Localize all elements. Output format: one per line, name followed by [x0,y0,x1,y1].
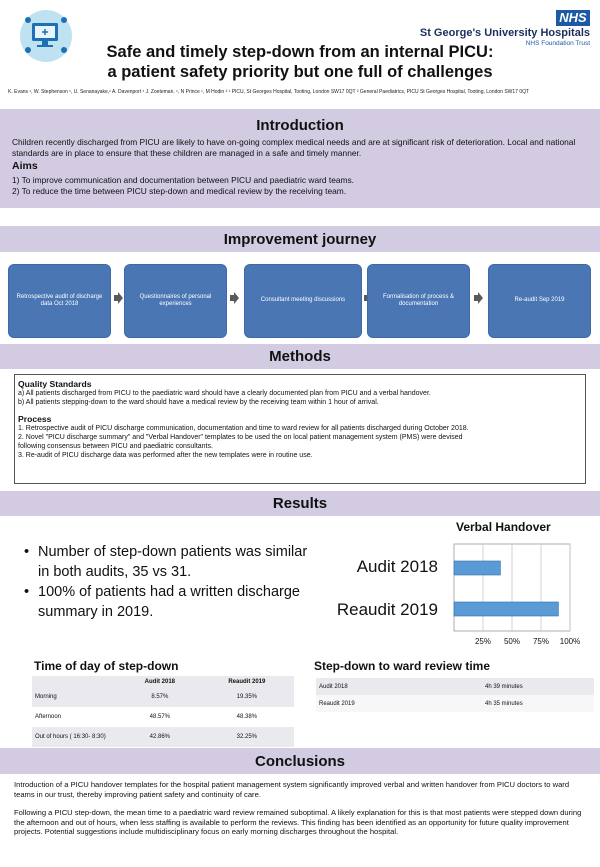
nhs-badge: NHS [556,10,590,26]
journey-step-4: Formalisation of process & documentation [367,264,470,338]
results-bullet: Number of step-down patients was similar… [24,542,314,582]
quality-standard-a: a) All patients discharged from PICU to … [18,390,431,397]
table-header-cell: Reaudit 2019 [199,676,294,687]
process-step-3: 3. Re-audit of PICU discharge data was p… [18,452,313,459]
ward-review-title: Step-down to ward review time [314,659,491,673]
arrow-right-icon [230,292,239,304]
verbal-handover-chart [453,543,571,632]
time-of-day-table: Audit 2018 Reaudit 2019 Morning 8.57% 19… [32,676,294,747]
conclusion-paragraph: Following a PICU step-down, the mean tim… [14,808,582,837]
table-cell: Audit 2018 [316,678,482,695]
table-cell: 48.57% [120,707,200,727]
chart-bar [453,601,559,617]
aims-heading: Aims [12,160,38,172]
table-cell: Reaudit 2019 [316,695,482,712]
computer-logo-icon [25,17,67,53]
results-bullet: 100% of patients had a written discharge… [24,582,314,622]
journey-step-3: Consultant meeting discussions [244,264,362,338]
table-cell: 48.38% [199,707,294,727]
table-row: Afternoon 48.57% 48.38% [32,707,294,727]
chart-bar [453,560,501,576]
arrow-right-icon [114,292,123,304]
table-cell: 42.86% [120,727,200,747]
authors-line: K. Evans ¹, W. Stephenson ¹, U. Senanaya… [8,89,530,95]
arrow-right-icon [474,292,483,304]
chart-tick-label: 100% [559,637,581,646]
chart-tick-label: 75% [532,637,549,646]
title-line-1: Safe and timely step-down from an intern… [106,43,494,61]
table-row: Out of hours ( 16:30- 8:30) 42.86% 32.25… [32,727,294,747]
conclusions-body: Introduction of a PICU handover template… [14,780,586,837]
conclusion-paragraph: Introduction of a PICU handover template… [14,780,570,799]
hospital-name: St George's University Hospitals [419,27,590,39]
methods-heading-band: Methods [0,344,600,369]
chart-title: Verbal Handover [456,520,551,534]
introduction-panel: Introduction Children recently discharge… [0,109,600,208]
table-cell: Morning [32,687,120,707]
poster-title: Safe and timely step-down from an intern… [70,42,530,82]
journey-heading: Improvement journey [223,231,377,248]
table-cell: 8.57% [120,687,200,707]
table-cell: 4h 35 minutes [482,695,594,712]
quality-standard-b: b) All patients stepping-down to the war… [18,399,379,406]
chart-category-label: Audit 2018 [356,557,438,576]
results-heading: Results [272,495,328,512]
table-header-cell: Audit 2018 [120,676,200,687]
process-step-1: 1. Retrospective audit of PICU discharge… [18,425,469,432]
journey-step-5: Re-audit Sep 2019 [488,264,591,338]
chart-tick-label: 50% [503,637,520,646]
journey-step-2: Questionnaires of personal experiences [124,264,227,338]
process-heading: Process [18,414,52,424]
table-row: Morning 8.57% 19.35% [32,687,294,707]
aim-item-1: 1) To improve communication and document… [12,175,355,185]
table-cell: 19.35% [199,687,294,707]
table-cell: Out of hours ( 16:30- 8:30) [32,727,120,747]
results-heading-band: Results [0,491,600,516]
table-header-cell [32,676,120,687]
process-step-2: 2. Novel "PICU discharge summary" and "V… [18,434,463,441]
process-step-2-cont: following consensus between PICU and pae… [18,443,213,450]
table-cell: 32.25% [199,727,294,747]
quality-standards-heading: Quality Standards [18,379,92,389]
table-cell: 4h 39 minutes [482,678,594,695]
conclusions-heading: Conclusions [254,753,345,770]
ward-review-table: Audit 2018 4h 39 minutes Reaudit 2019 4h… [316,678,594,712]
methods-box: Quality Standards a) All patients discha… [14,374,586,484]
introduction-heading: Introduction [256,117,344,134]
journey-heading-band: Improvement journey [0,226,600,252]
table-header-row: Audit 2018 Reaudit 2019 [32,676,294,687]
trust-name: NHS Foundation Trust [525,40,590,47]
chart-tick-label: 25% [474,637,491,646]
time-of-day-title: Time of day of step-down [34,659,179,673]
title-line-2: a patient safety priority but one full o… [107,63,493,81]
chart-category-label: Reaudit 2019 [336,600,438,619]
journey-step-1: Retrospective audit of discharge data Oc… [8,264,111,338]
results-bullets: Number of step-down patients was similar… [24,542,314,622]
table-cell: Afternoon [32,707,120,727]
introduction-body: Children recently discharged from PICU a… [12,137,576,158]
table-row: Reaudit 2019 4h 35 minutes [316,695,594,712]
conclusions-heading-band: Conclusions [0,748,600,774]
methods-heading: Methods [269,348,331,365]
aim-item-2: 2) To reduce the time between PICU step-… [12,186,347,196]
table-row: Audit 2018 4h 39 minutes [316,678,594,695]
